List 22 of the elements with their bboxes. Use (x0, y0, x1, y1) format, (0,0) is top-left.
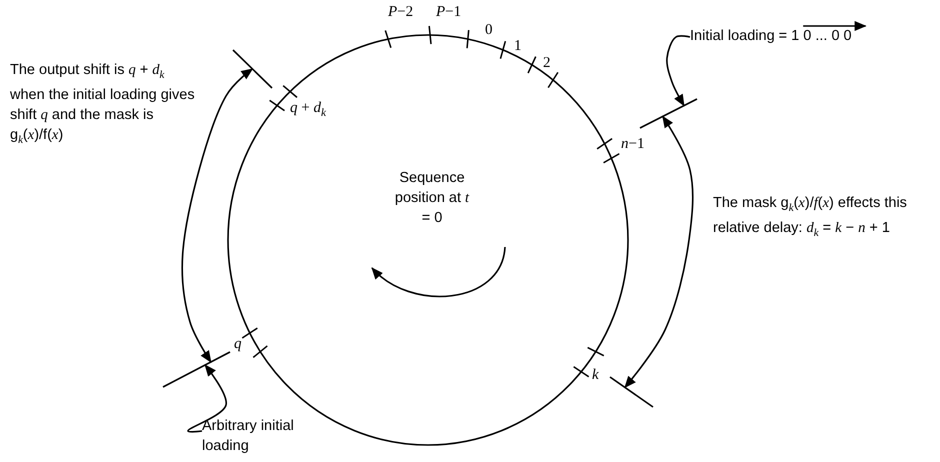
position-label: q + d$_{k}$ (290, 100, 326, 121)
position-label: q (234, 336, 242, 352)
leader-note: Initial loading = 1 0 ... 0 0 (690, 26, 852, 46)
double-arrow (624, 116, 694, 388)
double-arrow (181, 68, 254, 363)
leader-arrow (666, 35, 690, 106)
position-marker-line (232, 49, 273, 89)
position-label: 1 (514, 38, 522, 54)
position-label: k (592, 367, 599, 383)
edge-label: The mask g$_{k}$(x)/f(x) effects this relative delay: d$_{k}$ = k − n + 1 (713, 194, 908, 241)
edge-label: The output shift is q + d$_{k}$ when the initial loading gives shift q and the mask is g$_{k}$(x)/f(x) (10, 61, 196, 148)
leader-note: Arbitrary initial loading (202, 416, 306, 456)
center-note: Sequence position at t = 0 (394, 169, 470, 228)
position-label: P−1 (436, 4, 462, 20)
position-marker-line (640, 98, 698, 129)
position-label: 2 (543, 55, 550, 71)
position-label: 0 (485, 22, 492, 38)
position-marker-line (162, 351, 230, 388)
position-marker-line (610, 376, 654, 408)
position-label: P−2 (388, 4, 414, 20)
position-label: n−1 (621, 136, 644, 152)
leader-arrow (187, 364, 227, 433)
